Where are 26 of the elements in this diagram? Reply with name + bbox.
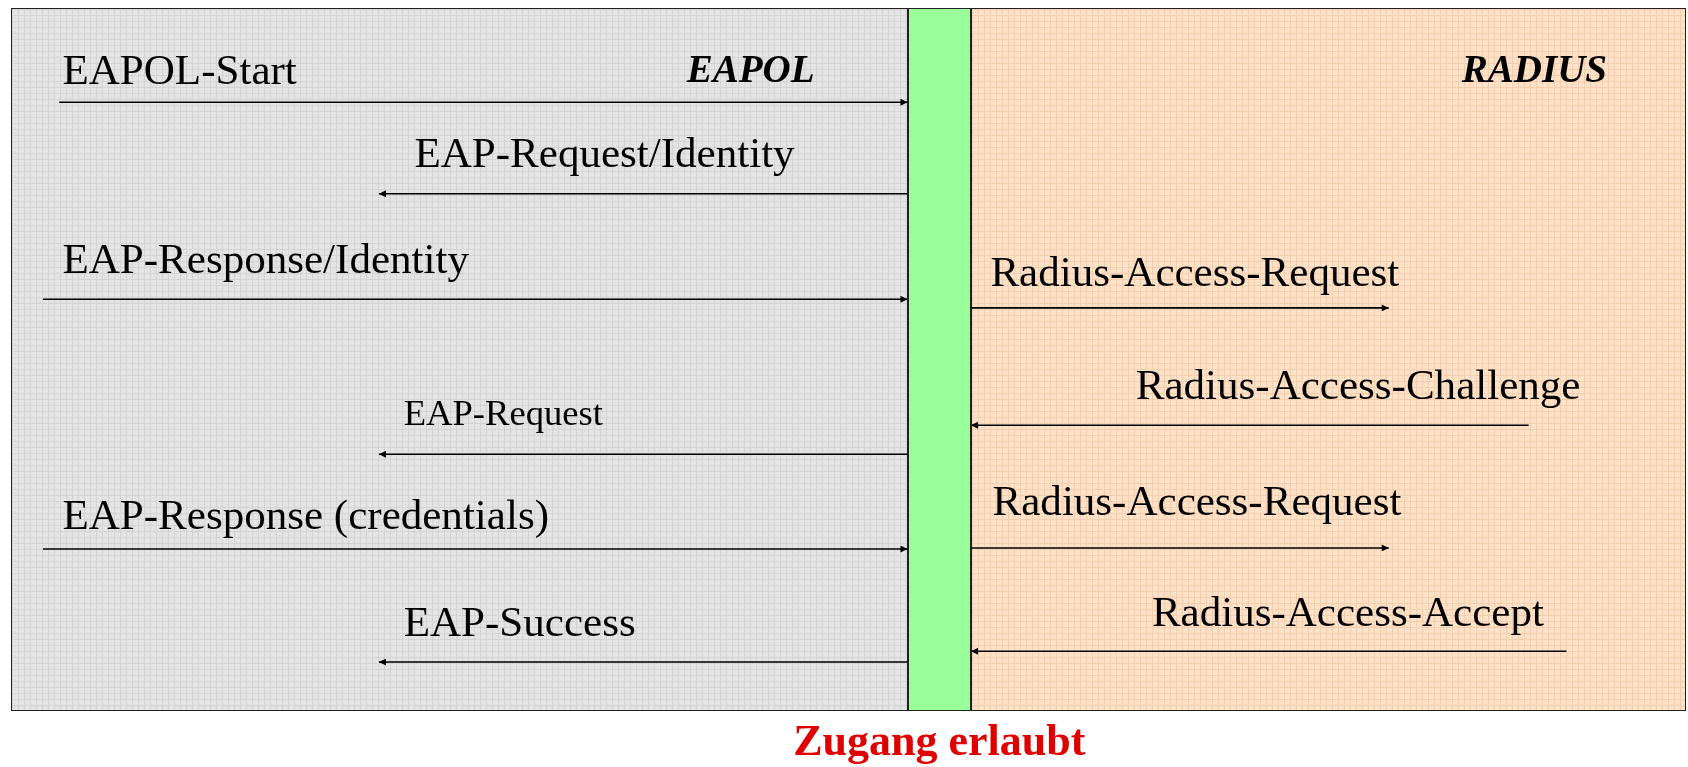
message-label: Radius-Access-Challenge: [1135, 362, 1581, 406]
protocol-panel: [10, 7, 908, 711]
message-arrow: [42, 545, 909, 553]
message-label: Radius-Access-Request: [990, 249, 1400, 293]
message-label: Radius-Access-Request: [992, 479, 1402, 523]
message-arrow: [378, 450, 909, 458]
message-label: EAP-Success: [403, 599, 636, 643]
authenticator-bar: [907, 7, 971, 711]
message-label: EAPOL-Start: [62, 48, 297, 92]
section-title: EAPOL: [686, 46, 815, 92]
message-label: Radius-Access-Accept: [1151, 589, 1544, 633]
message-arrow: [58, 98, 909, 106]
status-caption: Zugang erlaubt: [793, 719, 1086, 764]
message-arrow: [378, 658, 909, 666]
message-label: EAP-Response (credentials): [62, 493, 549, 537]
protocol-panel: [971, 7, 1686, 711]
message-arrow: [970, 647, 1568, 655]
section-title: RADIUS: [1461, 46, 1608, 92]
message-arrow: [378, 190, 909, 198]
message-arrow: [970, 304, 1390, 312]
message-arrow: [970, 544, 1390, 552]
message-arrow: [970, 421, 1530, 429]
message-label: EAP-Request/Identity: [414, 131, 795, 175]
message-arrow: [42, 295, 909, 303]
message-label: EAP-Request: [403, 395, 603, 432]
message-label: EAP-Response/Identity: [62, 236, 469, 280]
